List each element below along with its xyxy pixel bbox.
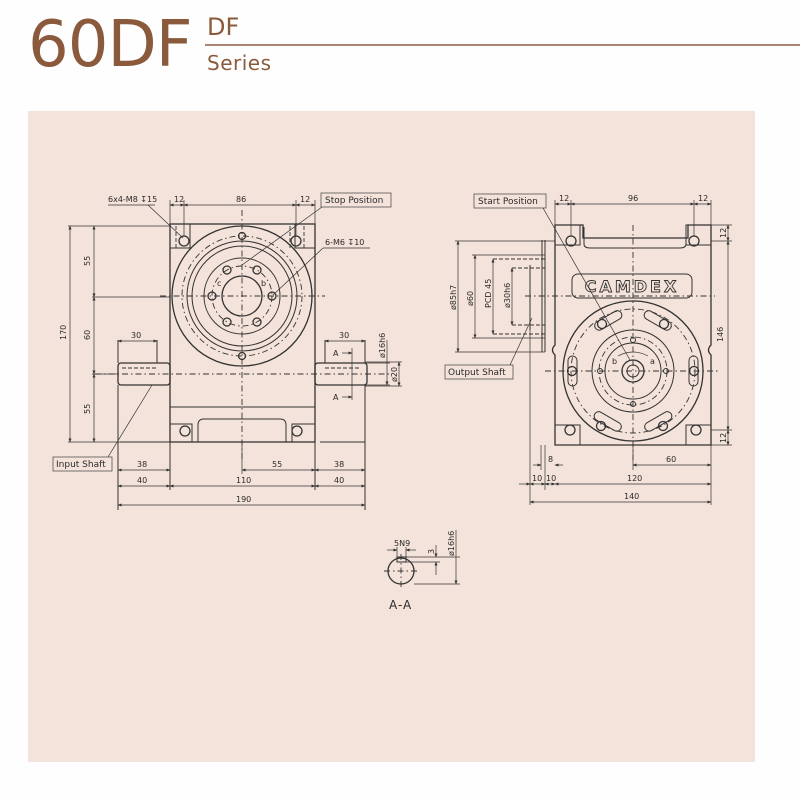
rotation-c: c	[217, 279, 221, 288]
side-dim-right-bottom: 12	[719, 433, 728, 443]
dim-bottom-38-left: 38	[137, 460, 147, 469]
drawing-panel	[28, 111, 755, 762]
dim-shaft-len-left: 30	[131, 331, 141, 340]
dim-height-total: 170	[59, 325, 68, 340]
side-dim-b8: 8	[548, 455, 553, 464]
dim-bottom-55: 55	[272, 460, 282, 469]
side-dim-dia-60: ø60	[466, 291, 475, 306]
series-label: Series	[207, 51, 272, 75]
callout-tapped-holes: 6-M6 ↧10	[325, 238, 364, 247]
section-key-width: 5N9	[394, 539, 410, 548]
side-dim-b120: 120	[627, 474, 642, 483]
dim-bottom-38-right: 38	[334, 460, 344, 469]
side-dim-b60: 60	[666, 455, 676, 464]
callout-mount-holes: 6x4-M8 ↧15	[108, 195, 157, 204]
dim-bottom-40-left: 40	[137, 476, 147, 485]
dim-shaft-dia: ø16h6	[378, 333, 387, 358]
side-dim-b140: 140	[624, 492, 639, 501]
side-dim-b10a: 10	[532, 474, 542, 483]
dim-bottom-40-right: 40	[334, 476, 344, 485]
callout-input-shaft: Input Shaft	[56, 460, 106, 470]
side-dim-top-left: 12	[559, 194, 569, 203]
section-a-a: 5N9 3 ø16h6 A-A	[384, 530, 460, 612]
brand-plate-camdex: CAMDEX	[585, 277, 680, 296]
dim-top-mid: 86	[236, 195, 246, 204]
section-mark-bottom: A	[333, 393, 339, 402]
section-key-depth: 3	[427, 549, 436, 554]
side-rotation-a: a	[650, 357, 655, 366]
side-dim-top-right: 12	[698, 194, 708, 203]
dim-height-lower: 55	[83, 404, 92, 414]
side-dim-dia-30: ø30h6	[503, 283, 512, 308]
front-view: 12 86 12 170 55 60 55 30 30 A A ø16h6	[52, 192, 402, 510]
side-view: CAMDEX	[444, 193, 732, 505]
side-dim-top-mid: 96	[628, 194, 638, 203]
section-shaft-dia: ø16h6	[447, 531, 456, 556]
side-rotation-b: b	[612, 357, 617, 366]
callout-output-shaft: Output Shaft	[448, 368, 506, 378]
side-dim-pcd: PCD 45	[484, 279, 493, 308]
dim-bottom-110: 110	[236, 476, 251, 485]
side-dim-right-top: 12	[719, 228, 728, 238]
dim-height-upper: 55	[83, 256, 92, 266]
series-code: DF	[207, 13, 240, 41]
dim-top-left: 12	[174, 195, 184, 204]
section-mark-top: A	[333, 349, 339, 358]
section-title: A-A	[389, 598, 412, 612]
dim-bottom-190: 190	[236, 495, 251, 504]
side-dim-right-146: 146	[716, 327, 725, 342]
callout-start-position: Start Position	[478, 197, 538, 207]
title-divider	[205, 44, 800, 46]
dim-top-right: 12	[300, 195, 310, 204]
rotation-b: b	[261, 279, 266, 288]
model-title: 60DF	[28, 8, 193, 82]
dim-shaft-len-right: 30	[339, 331, 349, 340]
dim-height-mid: 60	[83, 330, 92, 340]
dim-shaft-collar-dia: ø20	[390, 367, 399, 382]
side-dim-b10b: 10	[546, 474, 556, 483]
side-dim-dia-85: ø85h7	[449, 285, 458, 310]
callout-stop-position: Stop Position	[325, 196, 383, 206]
